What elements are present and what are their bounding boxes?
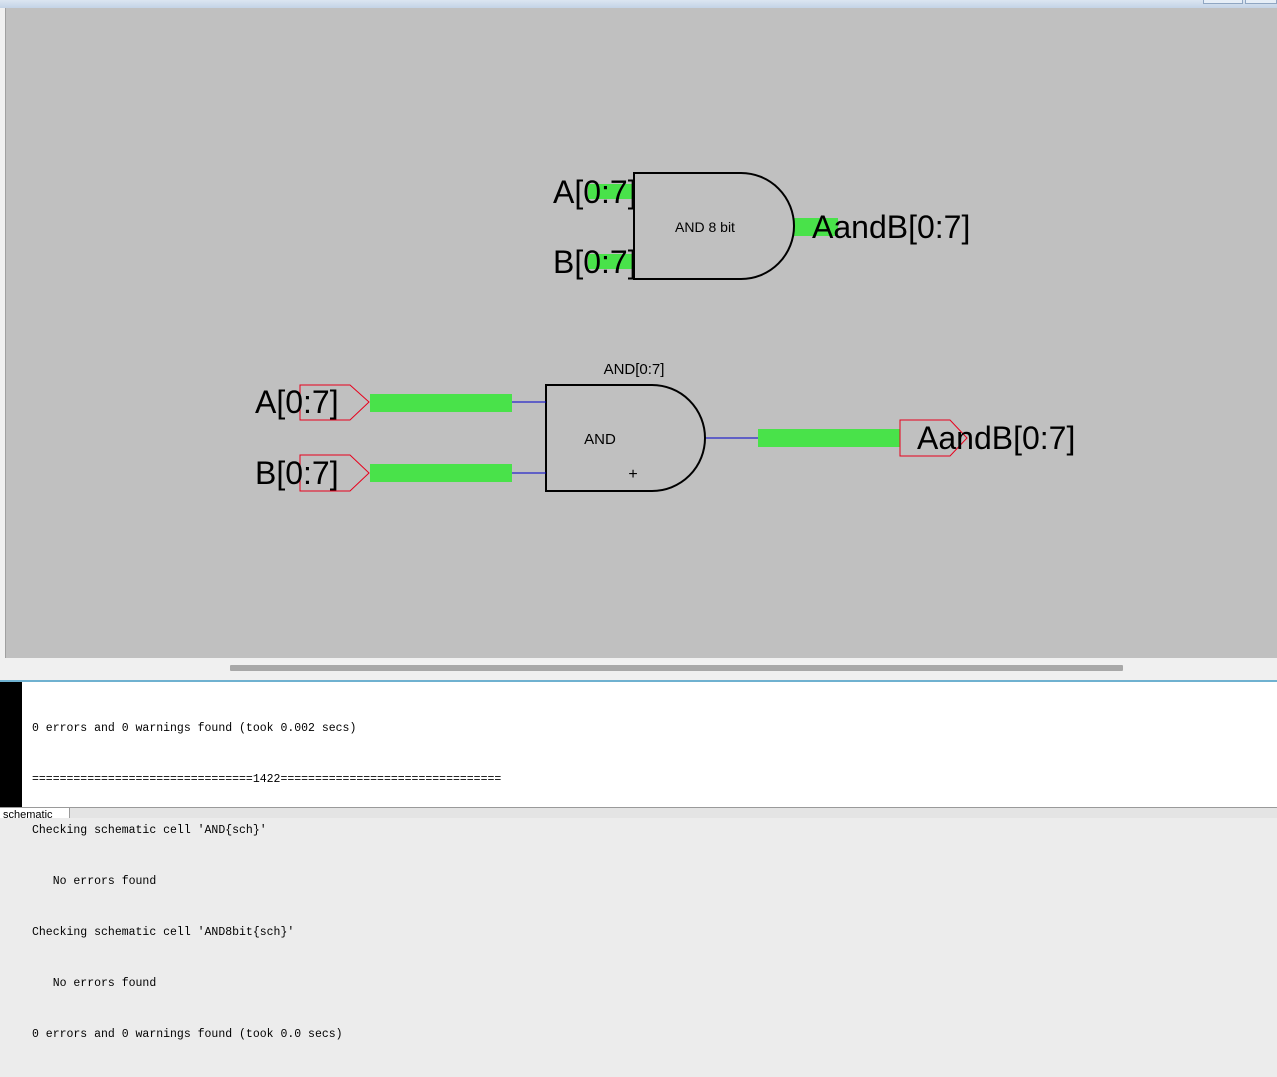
export-a-label: A[0:7]	[255, 384, 339, 420]
main-and-gate[interactable]: AND[0:7] AND + A[0:7] B[0:7] AandB[0:7]	[255, 361, 1075, 492]
message-line: Checking schematic cell 'AND8bit{sch}'	[32, 926, 295, 939]
message-line: Checking schematic cell 'AND{sch}'	[32, 824, 267, 837]
message-line: 0 errors and 0 warnings found (took 0.00…	[32, 722, 357, 735]
message-line: No errors found	[32, 977, 157, 990]
gate-instance-name: AND[0:7]	[604, 361, 665, 378]
message-line: No errors found	[32, 875, 157, 888]
tab-bar: schematic	[0, 807, 1277, 818]
export-out-label: AandB[0:7]	[917, 420, 1075, 456]
message-line: 0 errors and 0 warnings found (took 0.0 …	[32, 1028, 343, 1041]
icon-gate-body	[633, 172, 795, 280]
message-line: ================================1422====…	[32, 773, 502, 786]
horizontal-scrollbar[interactable]	[0, 658, 1277, 680]
icon-gate-label: AND 8 bit	[675, 219, 735, 235]
gate-center-mark: +	[628, 466, 637, 483]
messages-panel[interactable]: 0 errors and 0 warnings found (took 0.00…	[0, 680, 1277, 1041]
schematic-canvas[interactable]: AND 8 bit A[0:7] B[0:7] AandB[0:7] AND[0…	[6, 8, 1277, 658]
icon-and-gate[interactable]: AND 8 bit A[0:7] B[0:7] AandB[0:7]	[553, 172, 970, 280]
left-frame-edge	[0, 8, 6, 658]
scrollbar-thumb[interactable]	[230, 665, 1123, 671]
main-gate-label: AND	[584, 431, 616, 448]
export-b-label: B[0:7]	[255, 455, 339, 491]
bus-out[interactable]	[758, 429, 900, 447]
icon-bus-b	[588, 254, 634, 269]
close-button[interactable]	[1245, 0, 1277, 4]
messages-gutter	[0, 682, 22, 807]
bus-b[interactable]	[370, 464, 512, 482]
tab-schematic[interactable]: schematic	[0, 808, 70, 818]
icon-bus-a	[588, 184, 634, 199]
minimize-button[interactable]	[1203, 0, 1243, 4]
messages-list: 0 errors and 0 warnings found (took 0.00…	[32, 686, 501, 1077]
icon-input-a-label: A[0:7]	[553, 174, 637, 210]
main-gate-body	[545, 384, 706, 492]
export-out-pin[interactable]	[899, 419, 968, 457]
icon-output-label: AandB[0:7]	[812, 209, 970, 245]
export-a-pin[interactable]	[299, 384, 370, 421]
export-b-pin[interactable]	[299, 454, 370, 492]
icon-input-b-label: B[0:7]	[553, 244, 637, 280]
icon-bus-out	[794, 218, 838, 236]
bus-a[interactable]	[370, 394, 512, 412]
